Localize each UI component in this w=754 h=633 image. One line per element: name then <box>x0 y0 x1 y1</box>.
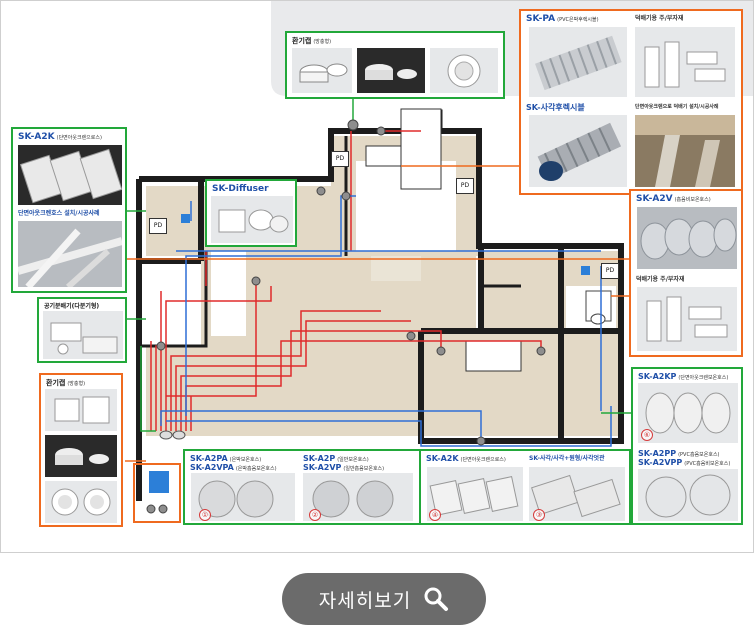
view-details-label: 자세히보기 <box>318 589 412 612</box>
box-title: SK-A2PP(PVC흡음보온호스) <box>638 449 720 458</box>
number-badge: ④ <box>429 509 441 521</box>
accessories-photo <box>637 287 737 351</box>
sk-a2p-photo <box>303 473 413 521</box>
vent-cap-photo <box>45 389 117 431</box>
box-title: SK-A2K(단면아웃크렌으로스) <box>426 454 506 463</box>
box-title: SK-A2VPA(은박흡음보온호스) <box>190 463 277 472</box>
number-badge: ① <box>199 509 211 521</box>
box-title: 환기캡(방충형) <box>46 379 86 387</box>
pd-label: PD <box>149 218 167 234</box>
box-title: SK-A2KP(단면아웃크렌보온호스) <box>638 372 729 381</box>
floor-plan <box>125 96 631 514</box>
pd-label: PD <box>331 151 349 167</box>
air-distributor-box[interactable]: 공기분배기(다분기형) <box>37 297 127 363</box>
search-icon <box>424 587 449 611</box>
box-title: 단면아웃크렌으로 덕배기 설치/시공사례 <box>635 104 719 110</box>
box-title: SK-Diffuser <box>212 184 269 194</box>
box-title: SK-A2VPP(PVC흡음비보온호스) <box>638 458 731 467</box>
sk-a2v-photo <box>637 207 737 269</box>
box-title: SK-PA(PVC은박후렉시블) <box>526 14 599 24</box>
sk-a2pp-photo <box>638 469 738 521</box>
vent-cap-box-top[interactable]: 환기캡(방충형) <box>285 31 505 99</box>
vent-cap-photo <box>45 435 117 477</box>
sk-a2k-bottom-box[interactable]: SK-A2K(단면아웃크렌으로스) SK-사각/사각+원형/사각엇관 ④ ③ <box>419 449 631 525</box>
sk-a2k-left-box[interactable]: SK-A2K(단면아웃크렌으로스) 단면아웃크렌호스 설치/시공사례 <box>11 127 127 293</box>
vent-cap-box-left[interactable]: 환기캡(방충형) <box>39 373 123 527</box>
sk-diffuser-box[interactable]: SK-Diffuser <box>205 179 297 247</box>
sk-a2kp-photo <box>638 383 738 443</box>
pd-label: PD <box>601 263 619 279</box>
flexible-duct-box[interactable]: SK-PA(PVC은박후렉시블) 덕배기용 주/부자재 SK-사각후렉시블 단면… <box>519 9 743 195</box>
box-title: SK-A2V(흡음비보온호스) <box>636 194 711 204</box>
sk-a2k-photo <box>18 145 122 205</box>
view-details-button[interactable]: 자세히보기 <box>282 573 486 625</box>
install-left-photo <box>18 221 122 287</box>
number-badge: ⑥ <box>641 429 653 441</box>
pd-label: PD <box>456 178 474 194</box>
vent-cap-photo <box>45 481 117 523</box>
box-title: SK-A2K(단면아웃크렌으로스) <box>18 132 102 142</box>
number-badge: ② <box>309 509 321 521</box>
inlet-outline <box>133 463 181 523</box>
box-title: 공기분배기(다분기형) <box>44 303 100 310</box>
accessories-photo <box>635 27 735 97</box>
sk-a2kp-box[interactable]: SK-A2KP(단면아웃크렌보온호스) SK-A2PP(PVC흡음보온호스) S… <box>631 367 743 525</box>
box-title: SK-사각후렉시블 <box>526 103 585 112</box>
vent-cap-photo <box>357 48 425 93</box>
sk-a2k-photo <box>427 467 523 521</box>
vent-cap-photo <box>292 48 352 93</box>
box-title: SK-A2PA(은박보온호스) <box>190 454 262 463</box>
diagram-frame: PD PD PD PD 환기캡(방충형) SK-PA(PVC은박후렉시블) 덕배… <box>0 0 754 553</box>
box-title: 덕배기용 주/부자재 <box>636 276 685 283</box>
box-title: SK-A2VP(일반흡음보온호스) <box>303 463 385 472</box>
box-title: SK-A2P(일반보온호스) <box>303 454 369 463</box>
number-badge: ③ <box>533 509 545 521</box>
box-title: 환기캡(방충형) <box>292 37 332 45</box>
box-title: 덕배기용 주/부자재 <box>635 15 684 22</box>
sk-a2v-box[interactable]: SK-A2V(흡음비보온호스) 덕배기용 주/부자재 <box>629 189 743 357</box>
sk-pa-photo <box>529 27 627 97</box>
square-round-photo <box>529 467 625 521</box>
distributor-photo <box>43 311 123 359</box>
install-photo <box>635 115 735 187</box>
vent-cap-photo <box>430 48 498 93</box>
diffuser-photo <box>211 196 293 243</box>
square-flex-photo <box>529 115 627 187</box>
sk-a2pa-box[interactable]: SK-A2PA(은박보온호스) SK-A2VPA(은박흡음보온호스) SK-A2… <box>183 449 421 525</box>
box-title: 단면아웃크렌호스 설치/시공사례 <box>18 210 100 217</box>
box-title: SK-사각/사각+원형/사각엇관 <box>529 455 605 462</box>
